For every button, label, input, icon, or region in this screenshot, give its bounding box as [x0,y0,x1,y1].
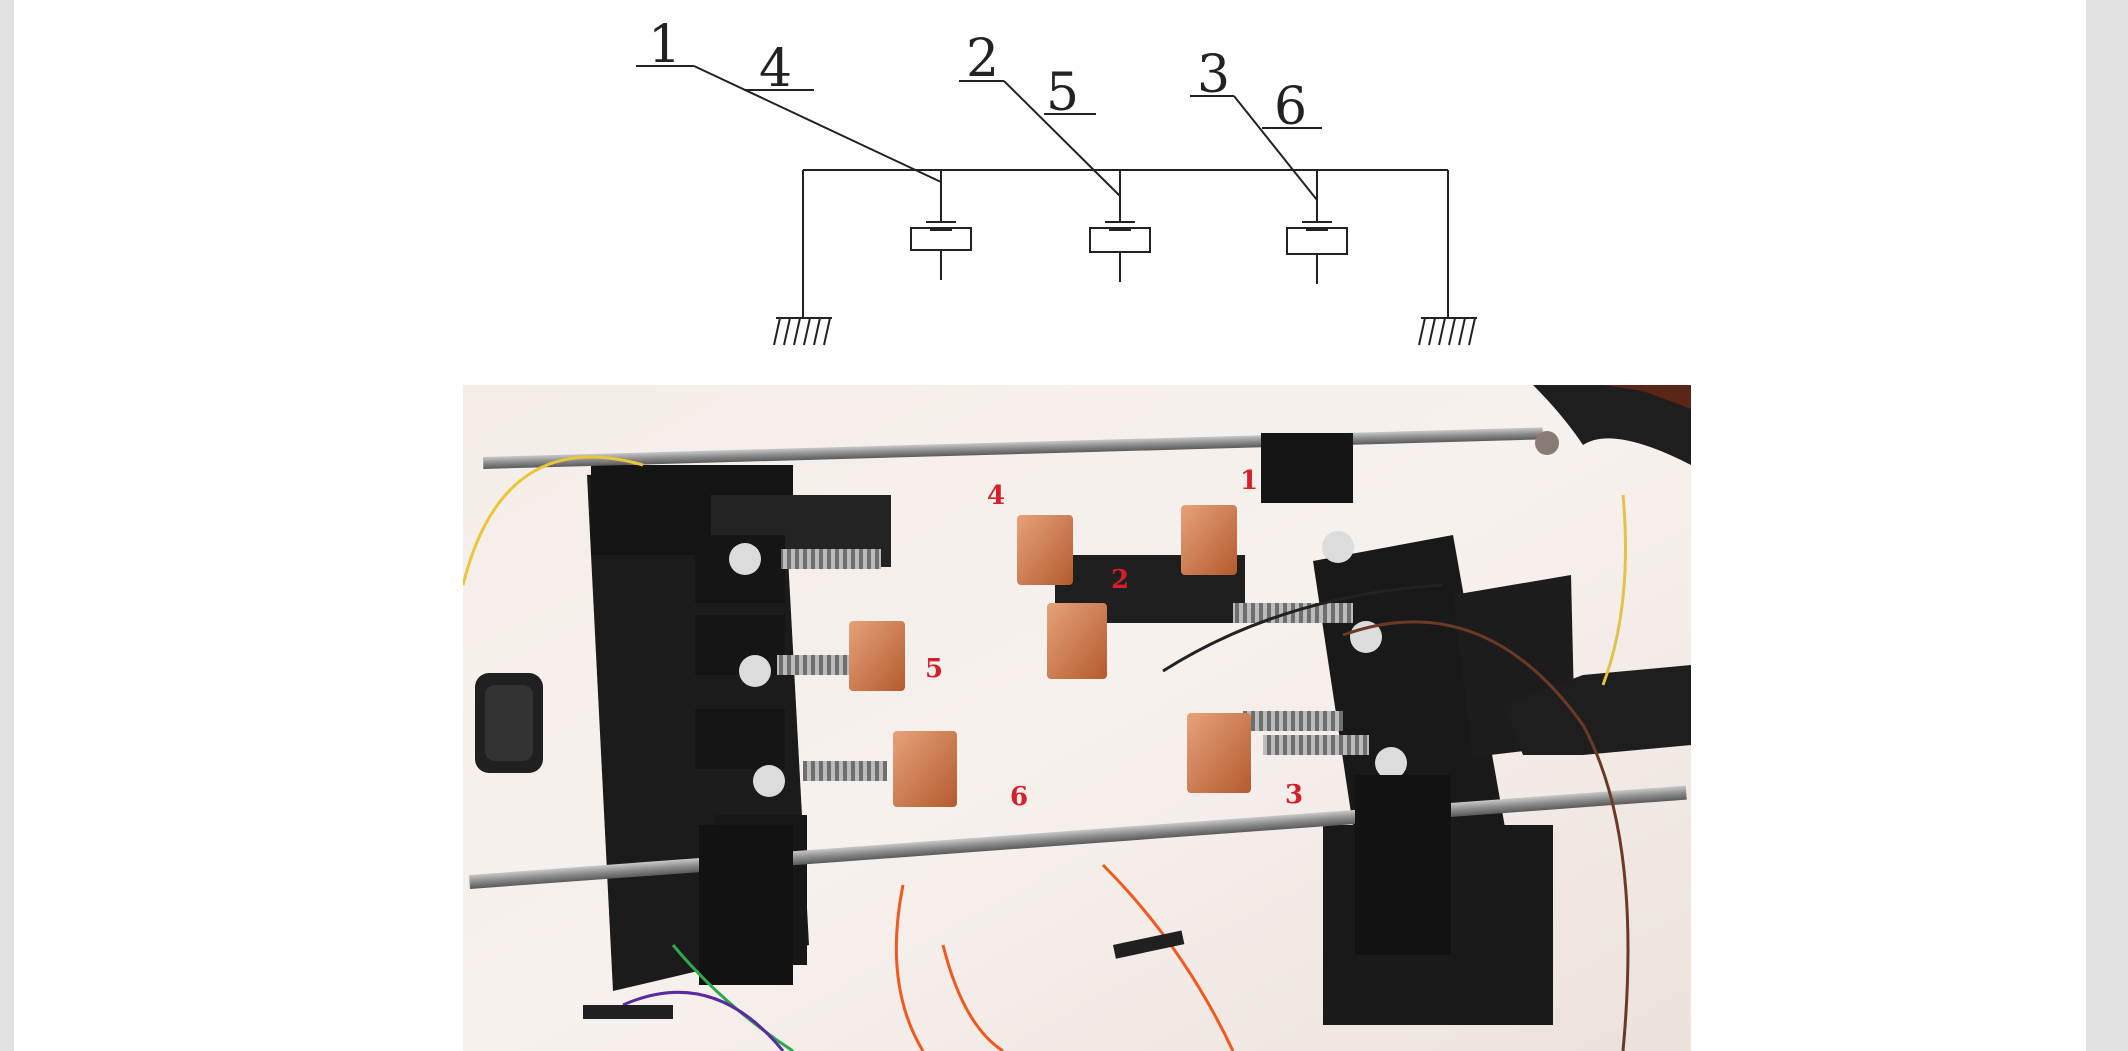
schematic-label-5: 5 [1046,63,1079,123]
solenoid-icons [849,505,1251,807]
schematic-diagram: 1 4 2 5 3 6 [636,15,1477,346]
photo-label-6: 6 [1010,782,1028,812]
damper-2-icon [1089,170,1151,282]
schematic-label-4: 4 [759,39,792,99]
schematic-label-1: 1 [648,15,681,75]
photo-label-1: 1 [1240,466,1258,496]
photo-label-2: 2 [1111,565,1129,595]
leader-3-diag [1233,95,1318,201]
prototype-photo: 4 1 2 5 6 3 [463,385,1691,1051]
photo-label-4: 4 [987,481,1005,511]
schematic-label-6: 6 [1274,77,1307,137]
leader-1-diag [693,65,942,183]
photo-label-3: 3 [1285,780,1303,810]
left-ground-icon [773,317,832,346]
damper-3-icon [1286,170,1348,284]
damper-1-icon [910,170,972,280]
schematic-label-2: 2 [966,29,999,89]
right-strap [1503,665,1691,755]
photo-label-5: 5 [925,654,943,684]
screw-icons [729,531,1407,797]
dark-strap [1533,385,1691,465]
right-ground-icon [1418,317,1477,346]
schematic-label-3: 3 [1197,45,1230,105]
leader-2-diag [1003,80,1121,197]
figure-page: 1 4 2 5 3 6 [14,0,2086,1051]
